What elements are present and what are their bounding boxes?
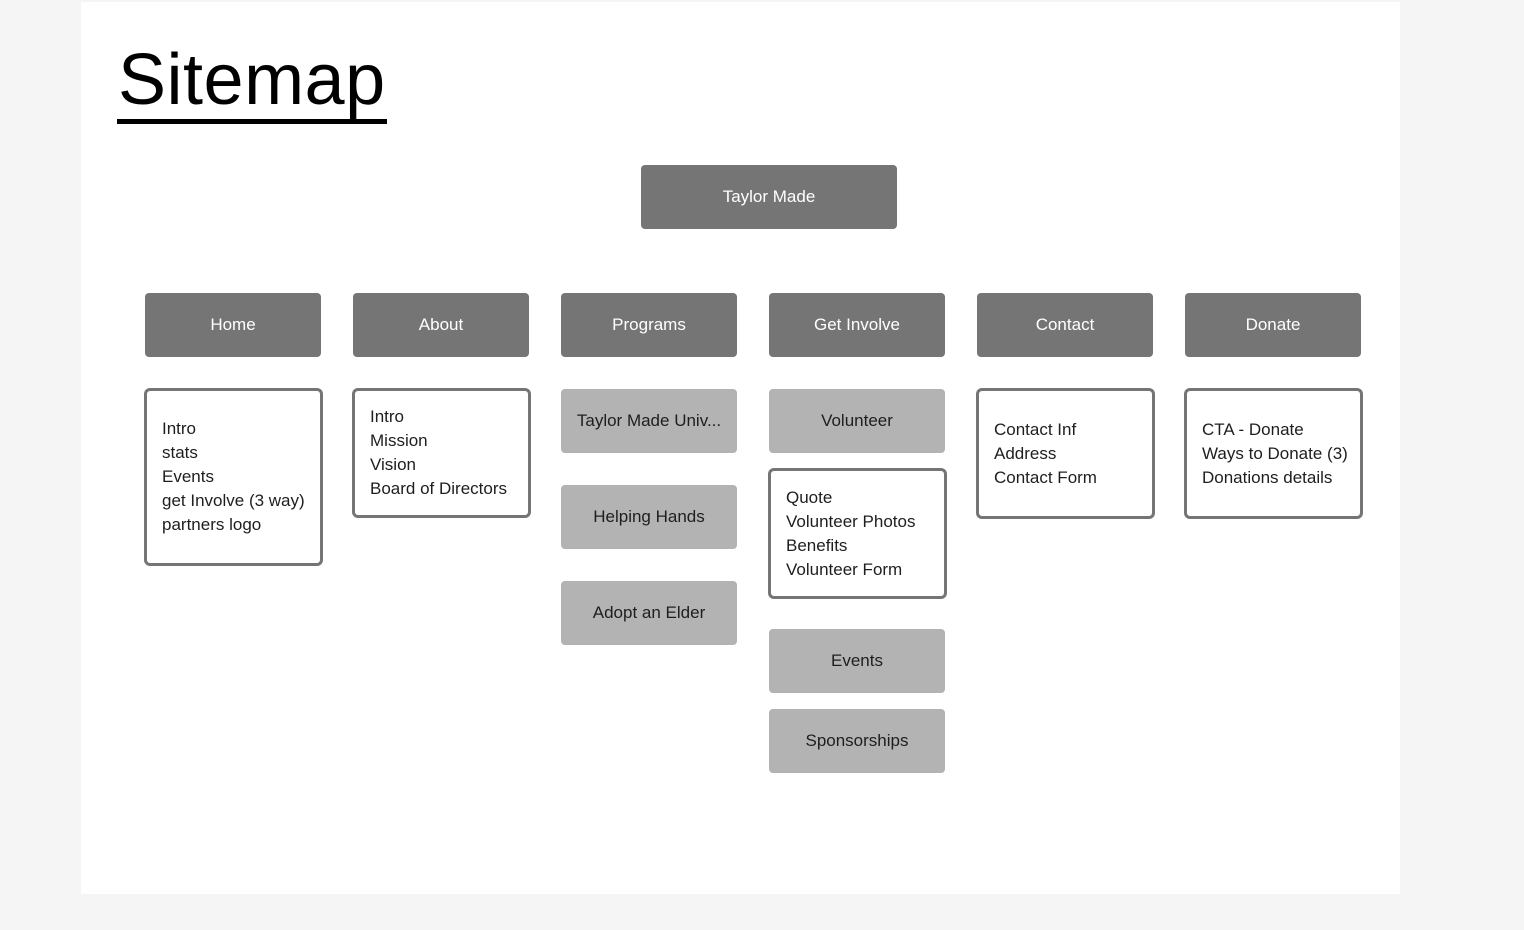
list-item: Ways to Donate (3)	[1202, 443, 1348, 463]
section-about[interactable]: About	[353, 293, 529, 357]
list-item: Benefits	[786, 535, 848, 555]
list-item: Contact Form	[994, 467, 1097, 487]
get-involve-volunteer[interactable]: Volunteer	[769, 389, 945, 453]
program-label: Taylor Made Univ...	[576, 411, 722, 430]
page-title: Sitemap	[118, 40, 386, 120]
home-content-card[interactable]: Intro stats Events get Involve (3 way) p…	[144, 388, 323, 566]
program-helping-hands[interactable]: Helping Hands	[561, 485, 737, 549]
section-programs[interactable]: Programs	[561, 293, 737, 357]
section-programs-label: Programs	[612, 315, 686, 334]
list-item: Mission	[370, 431, 428, 450]
about-content-card[interactable]: Intro Mission Vision Board of Directors	[352, 388, 531, 518]
list-item: Vision	[370, 455, 416, 474]
program-label: Adopt an Elder	[592, 603, 706, 622]
program-adopt-an-elder[interactable]: Adopt an Elder	[561, 581, 737, 645]
section-get-involve[interactable]: Get Involve	[769, 293, 945, 357]
sponsorships-label: Sponsorships	[805, 731, 909, 750]
list-item: Contact Inf	[994, 419, 1077, 439]
list-item: stats	[162, 443, 198, 462]
program-label: Helping Hands	[593, 507, 705, 526]
list-item: Quote	[786, 487, 833, 507]
volunteer-label: Volunteer	[821, 411, 893, 430]
list-item: partners logo	[162, 515, 262, 534]
list-item: Address	[994, 443, 1057, 463]
section-donate[interactable]: Donate	[1185, 293, 1361, 357]
section-home-label: Home	[210, 315, 256, 334]
events-label: Events	[831, 651, 883, 670]
volunteer-content-card[interactable]: Quote Volunteer Photos Benefits Voluntee…	[768, 468, 947, 599]
section-donate-label: Donate	[1245, 315, 1301, 334]
list-item: Volunteer Form	[786, 559, 903, 579]
list-item: Board of Directors	[370, 479, 507, 498]
list-item: Intro	[162, 419, 197, 438]
section-about-label: About	[418, 315, 464, 334]
program-taylor-made-university[interactable]: Taylor Made Univ...	[561, 389, 737, 453]
list-item: Intro	[370, 407, 405, 426]
root-node[interactable]: Taylor Made	[641, 165, 897, 229]
section-get-involve-label: Get Involve	[814, 315, 900, 334]
section-home[interactable]: Home	[145, 293, 321, 357]
section-contact[interactable]: Contact	[977, 293, 1153, 357]
section-contact-label: Contact	[1035, 315, 1095, 334]
get-involve-events[interactable]: Events	[769, 629, 945, 693]
contact-content-card[interactable]: Contact Inf Address Contact Form	[976, 388, 1155, 519]
list-item: Volunteer Photos	[786, 511, 916, 531]
list-item: get Involve (3 way)	[162, 491, 305, 510]
root-node-label: Taylor Made	[722, 187, 816, 206]
list-item: Donations details	[1202, 467, 1333, 487]
get-involve-sponsorships[interactable]: Sponsorships	[769, 709, 945, 773]
donate-content-card[interactable]: CTA - Donate Ways to Donate (3) Donation…	[1184, 388, 1363, 519]
title-underline	[117, 119, 387, 124]
list-item: CTA - Donate	[1202, 419, 1304, 439]
list-item: Events	[162, 467, 214, 486]
